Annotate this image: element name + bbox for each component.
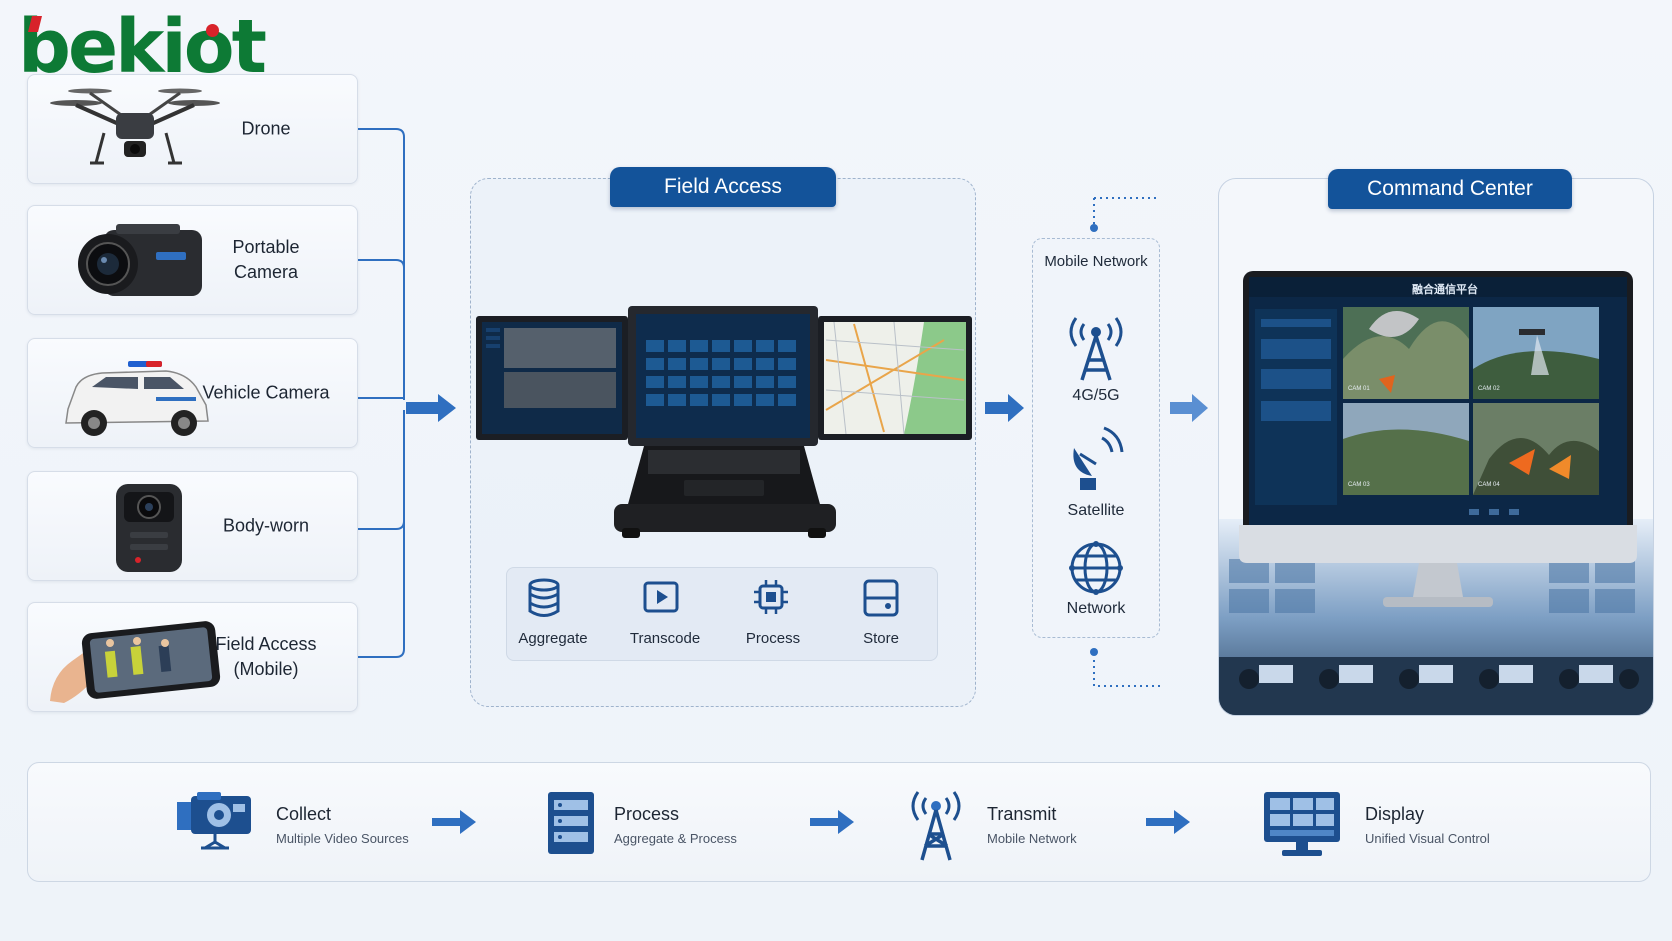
- portable-camera-icon: [78, 224, 202, 296]
- camera-icon: [177, 792, 251, 850]
- body-camera-icon: [116, 484, 182, 572]
- antenna-tower-icon: [1069, 317, 1123, 381]
- source-card-portable-camera[interactable]: Portable Camera: [27, 205, 358, 315]
- workflow-arrow-1: [432, 810, 476, 834]
- play-frame-icon: [643, 581, 679, 613]
- drone-icon: [50, 88, 220, 165]
- workflow-step-collect: Collect Multiple Video Sources: [276, 804, 409, 846]
- mobile-network-title: Mobile Network: [1044, 253, 1148, 270]
- function-label-transcode: Transcode: [629, 630, 701, 647]
- feed-label-1: CAM 01: [1348, 386, 1370, 392]
- workflow-title-process: Process: [614, 804, 680, 824]
- brand-logo: bekiot: [18, 4, 267, 90]
- workflow-title-display: Display: [1365, 804, 1425, 824]
- workflow-title-collect: Collect: [276, 804, 332, 824]
- source-label-field-access-mobile: Field Access (Mobile): [215, 634, 317, 679]
- workflow-step-transmit: Transmit Mobile Network: [987, 804, 1077, 846]
- server-icon: [548, 792, 594, 854]
- workflow-subtitle-transmit: Mobile Network: [987, 831, 1077, 846]
- workflow-arrow-2: [810, 810, 854, 834]
- source-card-field-access-mobile[interactable]: Field Access (Mobile): [27, 602, 358, 712]
- mobile-phone-icon: [50, 621, 221, 703]
- command-center-panel: [1218, 178, 1654, 716]
- database-icon: [528, 578, 560, 617]
- monitor-grid-icon: [1264, 792, 1340, 856]
- function-label-aggregate: Aggregate: [518, 630, 588, 647]
- globe-icon: [1069, 541, 1123, 595]
- workflow-arrow-3: [1146, 810, 1190, 834]
- arrow-to-command-center: [1170, 394, 1208, 422]
- rugged-laptop-illustration: [476, 306, 972, 538]
- workflow-subtitle-collect: Multiple Video Sources: [276, 831, 409, 846]
- network-label-network: Network: [1066, 600, 1126, 617]
- source-label-body-worn: Body-worn: [222, 515, 310, 536]
- field-access-title: Field Access: [610, 167, 836, 207]
- source-label-vehicle-camera: Vehicle Camera: [202, 382, 330, 403]
- logo-dot: [206, 24, 219, 37]
- network-label-4g5g: 4G/5G: [1072, 387, 1120, 404]
- feed-label-2: CAM 02: [1478, 386, 1500, 392]
- feed-label-3: CAM 03: [1348, 482, 1370, 488]
- source-card-vehicle-camera[interactable]: Vehicle Camera: [27, 338, 358, 448]
- workflow-step-display: Display Unified Visual Control: [1365, 804, 1490, 846]
- feed-label-4: CAM 04: [1478, 482, 1500, 488]
- function-label-process: Process: [745, 630, 801, 647]
- vehicle-icon: [65, 361, 209, 436]
- workflow-subtitle-display: Unified Visual Control: [1365, 831, 1490, 846]
- workflow-subtitle-process: Aggregate & Process: [614, 831, 737, 846]
- arrow-to-field-access: [406, 394, 456, 422]
- command-center-title: Command Center: [1328, 169, 1572, 209]
- function-label-store: Store: [863, 630, 899, 647]
- source-card-body-worn[interactable]: Body-worn: [27, 471, 358, 581]
- storage-icon: [863, 579, 899, 617]
- chip-icon: [754, 580, 788, 614]
- screen-title: 融合通信平台: [1412, 284, 1478, 296]
- workflow-step-process: Process Aggregate & Process: [614, 804, 737, 846]
- satellite-dish-icon: [1073, 426, 1124, 490]
- source-label-drone: Drone: [241, 118, 291, 139]
- control-room-illustration: [1219, 271, 1653, 715]
- mobile-network-panel: [1032, 238, 1160, 638]
- transmit-tower-icon: [911, 791, 961, 861]
- source-card-drone[interactable]: Drone: [27, 74, 358, 184]
- source-label-portable-camera: Portable Camera: [232, 237, 300, 282]
- workflow-title-transmit: Transmit: [987, 804, 1057, 824]
- arrow-to-network: [985, 394, 1024, 422]
- network-label-satellite: Satellite: [1067, 502, 1125, 519]
